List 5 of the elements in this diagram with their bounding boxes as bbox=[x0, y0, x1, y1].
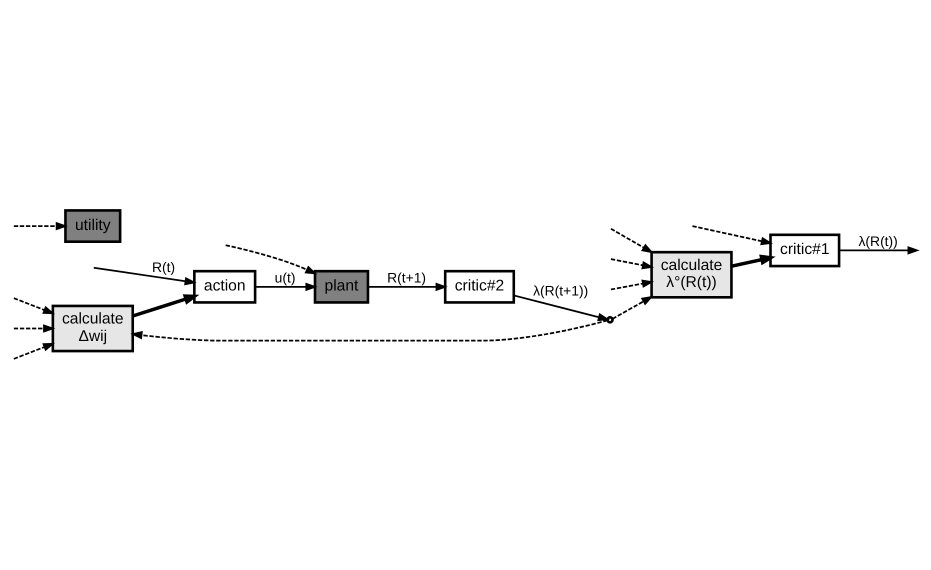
edge-label: R(t+1) bbox=[387, 269, 426, 286]
edge-label: λ(R(t+1)) bbox=[533, 282, 588, 298]
edge-label: λ(R(t)) bbox=[858, 232, 898, 249]
edge-label: u(t) bbox=[274, 269, 296, 286]
edge-label: R(t) bbox=[152, 258, 176, 275]
